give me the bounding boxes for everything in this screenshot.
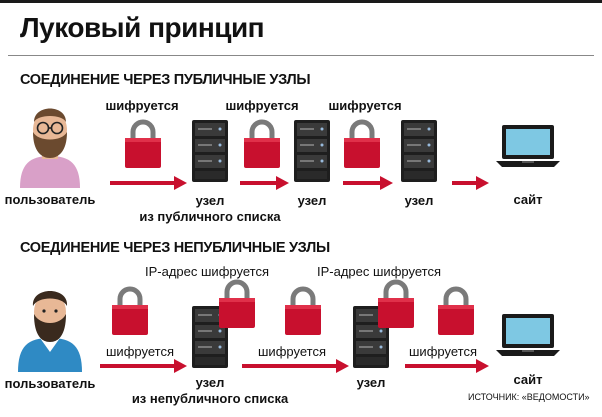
- lock-icon: [125, 122, 161, 168]
- section-heading-private: СОЕДИНЕНИЕ ЧЕРЕЗ НЕПУБЛИЧНЫЕ УЗЛЫ: [20, 240, 330, 256]
- encrypt-label: шифруется: [409, 344, 477, 359]
- laptop-icon: [496, 314, 560, 356]
- site-label: сайт: [513, 372, 543, 387]
- node-label: узел: [195, 375, 225, 390]
- node-label: узел: [195, 193, 225, 208]
- encrypt-label: шифруется: [106, 344, 174, 359]
- server-icon: [401, 120, 437, 182]
- user-private-icon: [18, 291, 82, 372]
- server-icon: [294, 120, 330, 182]
- lock-icon: [244, 122, 280, 168]
- ip-encrypt-label: IP-адрес шифруется: [317, 264, 441, 279]
- arrow-user-to-node1: [110, 176, 187, 190]
- page-title: Луковый принцип: [20, 12, 265, 43]
- arrow-node3-to-site: [452, 176, 489, 190]
- lock-icon: [219, 282, 255, 328]
- node-label: узел: [404, 193, 434, 208]
- node-sublabel: из публичного списка: [139, 209, 281, 224]
- user-label: пользователь: [4, 192, 96, 207]
- laptop-icon: [496, 125, 560, 167]
- lock-icon: [285, 289, 321, 335]
- encrypt-label: шифруется: [258, 344, 326, 359]
- section-heading-public: СОЕДИНЕНИЕ ЧЕРЕЗ ПУБЛИЧНЫЕ УЗЛЫ: [20, 72, 311, 88]
- user-label: пользователь: [4, 376, 96, 391]
- source-note: ИСТОЧНИК: «ВЕДОМОСТИ»: [468, 392, 590, 402]
- node-label: узел: [356, 375, 386, 390]
- encrypt-label: шифруется: [225, 98, 299, 113]
- arrow-node2-to-site-private: [405, 359, 489, 373]
- lock-icon: [112, 289, 148, 335]
- user-public-icon: [20, 108, 80, 188]
- lock-icon: [378, 282, 414, 328]
- lock-icon: [344, 122, 380, 168]
- encrypt-label: шифруется: [105, 98, 179, 113]
- top-rule: [0, 0, 602, 3]
- arrow-node2-to-node3: [343, 176, 393, 190]
- arrow-node1-to-node2-private: [242, 359, 349, 373]
- site-label: сайт: [513, 192, 543, 207]
- encrypt-label: шифруется: [328, 98, 402, 113]
- node-sublabel: из непубличного списка: [131, 391, 289, 406]
- ip-encrypt-label: IP-адрес шифруется: [145, 264, 269, 279]
- arrow-user-to-node1-private: [100, 359, 187, 373]
- lock-icon: [438, 289, 474, 335]
- arrow-node1-to-node2: [240, 176, 289, 190]
- node-label: узел: [297, 193, 327, 208]
- title-divider: [8, 55, 594, 56]
- server-icon: [192, 120, 228, 182]
